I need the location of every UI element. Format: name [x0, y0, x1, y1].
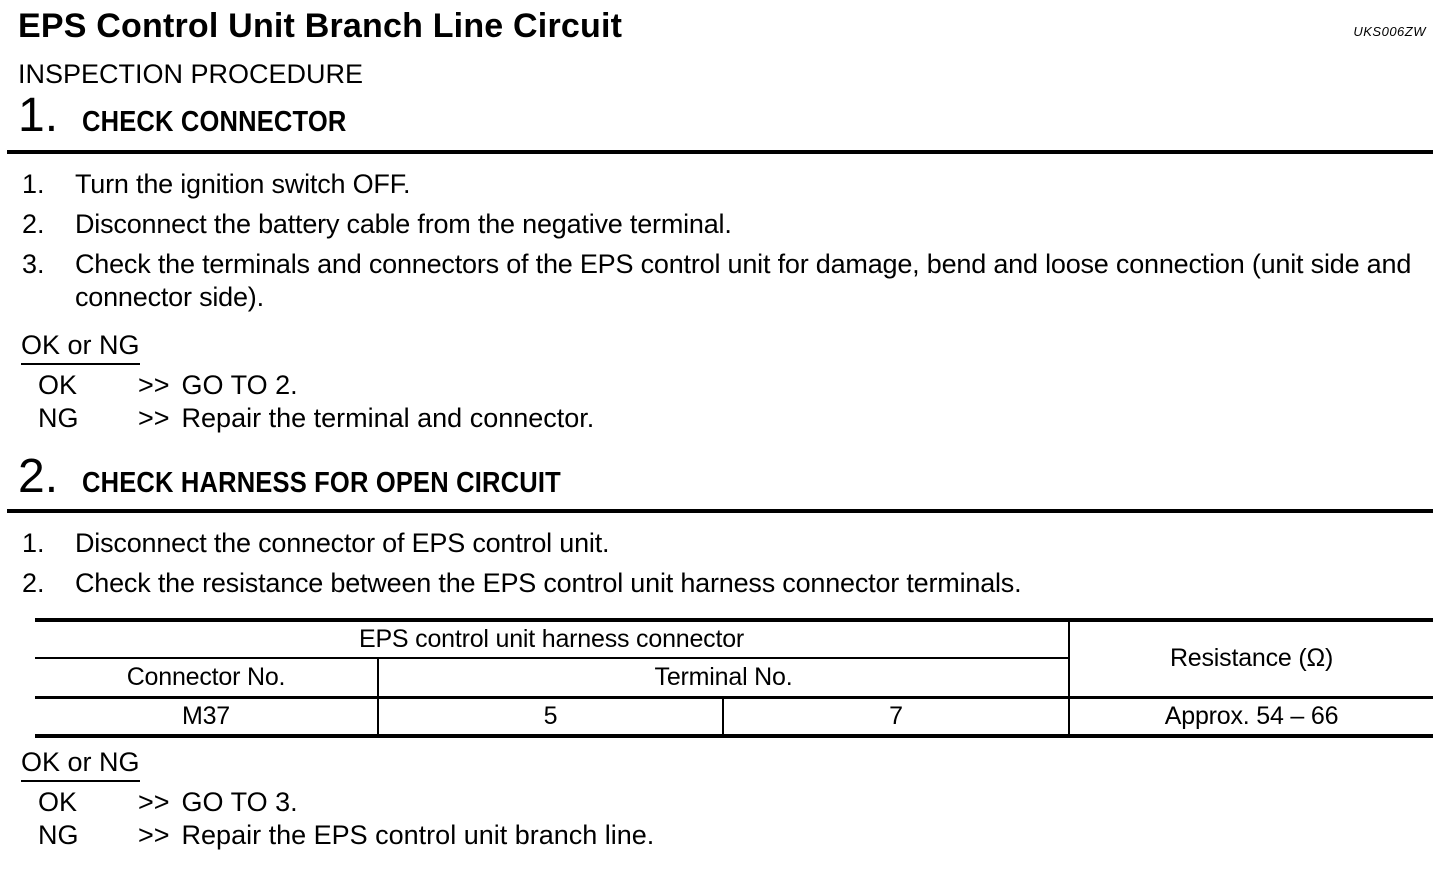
table-header-connector-no: Connector No. — [35, 658, 378, 699]
section-1-number: 1. — [18, 89, 59, 142]
result-label: OK — [38, 787, 78, 817]
section-2-steps: 1. Disconnect the connector of EPS contr… — [0, 527, 1440, 600]
table-cell-terminal-b: 7 — [721, 697, 1070, 736]
section-1-title: CHECK CONNECTOR — [82, 106, 347, 138]
section-2-number: 2. — [18, 450, 59, 503]
table-cell-connector: M37 — [181, 701, 231, 730]
table-header-resistance: Resistance (Ω) — [1068, 620, 1434, 699]
step-number: 1. — [22, 169, 45, 199]
section-2-rule — [7, 509, 1433, 513]
result-row-ng: NG >> Repair the terminal and connector. — [0, 402, 1440, 435]
result-arrow-icon: >> — [138, 787, 170, 817]
inspection-procedure-subtitle: INSPECTION PROCEDURE — [18, 59, 364, 89]
step-item: 2. Check the resistance between the EPS … — [0, 567, 1440, 600]
section-1-steps: 1. Turn the ignition switch OFF. 2. Disc… — [0, 168, 1440, 314]
result-arrow-icon: >> — [138, 370, 170, 400]
step-text: Disconnect the battery cable from the ne… — [75, 209, 732, 239]
page-header: EPS Control Unit Branch Line Circuit UKS… — [0, 6, 1440, 46]
table-row: M37 5 7 Approx. 54 – 66 — [35, 697, 1434, 736]
result-arrow-icon: >> — [138, 403, 170, 433]
table-header-terminal-no: Terminal No. — [376, 658, 1070, 699]
step-item: 1. Disconnect the connector of EPS contr… — [0, 527, 1440, 560]
step-text: Check the terminals and connectors of th… — [75, 249, 1412, 312]
step-item: 3. Check the terminals and connectors of… — [0, 248, 1440, 314]
step-text: Disconnect the connector of EPS control … — [75, 528, 610, 558]
table-row: Connector No. Terminal No. — [35, 658, 1433, 699]
ok-or-ng-label: OK or NG — [21, 329, 140, 365]
result-text: GO TO 3. — [181, 787, 298, 817]
section-2-title: CHECK HARNESS FOR OPEN CIRCUIT — [82, 467, 561, 499]
step-number: 1. — [22, 528, 45, 558]
step-text: Check the resistance between the EPS con… — [75, 568, 1022, 598]
result-label: OK — [38, 370, 78, 400]
step-number: 3. — [22, 249, 45, 279]
result-text: GO TO 2. — [181, 370, 298, 400]
result-label: NG — [38, 820, 79, 850]
result-row-ng: NG >> Repair the EPS control unit branch… — [0, 819, 1440, 852]
table-row: EPS control unit harness connector Resis… — [35, 620, 1434, 699]
page-title: EPS Control Unit Branch Line Circuit — [18, 7, 623, 45]
table-cell-terminal-a: 5 — [377, 697, 723, 736]
result-text: Repair the EPS control unit branch line. — [181, 820, 655, 850]
section-1-heading: 1. CHECK CONNECTOR — [18, 92, 1440, 140]
step-number: 2. — [22, 568, 45, 598]
result-arrow-icon: >> — [138, 820, 170, 850]
section-1-rule — [7, 150, 1433, 154]
ok-or-ng-label: OK or NG — [21, 746, 140, 782]
section-2-heading: 2. CHECK HARNESS FOR OPEN CIRCUIT — [18, 453, 1440, 501]
result-row-ok: OK >> GO TO 2. — [0, 369, 1440, 402]
result-row-ok: OK >> GO TO 3. — [0, 786, 1440, 819]
step-number: 2. — [22, 209, 45, 239]
section-2-results: OK >> GO TO 3. NG >> Repair the EPS cont… — [0, 786, 1440, 852]
result-text: Repair the terminal and connector. — [181, 403, 595, 433]
harness-connector-spec-table: EPS control unit harness connector Resis… — [35, 618, 1434, 738]
result-label: NG — [38, 403, 79, 433]
step-item: 1. Turn the ignition switch OFF. — [0, 168, 1440, 201]
doc-reference-code: UKS006ZW — [1353, 24, 1426, 39]
section-1-results: OK >> GO TO 2. NG >> Repair the terminal… — [0, 369, 1440, 435]
step-text: Turn the ignition switch OFF. — [75, 169, 411, 199]
table-cell-resistance: Approx. 54 – 66 — [1068, 697, 1434, 736]
step-item: 2. Disconnect the battery cable from the… — [0, 208, 1440, 241]
table-header-harness-connector: EPS control unit harness connector — [35, 620, 1070, 659]
